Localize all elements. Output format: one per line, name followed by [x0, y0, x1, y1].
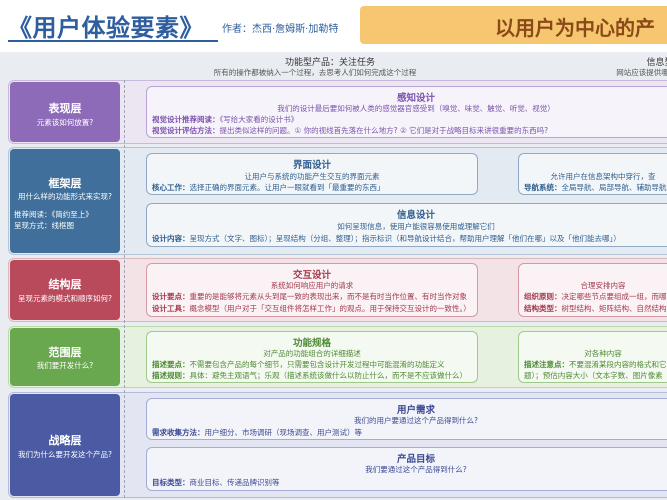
sensory-design-box: 感知设计 我们的设计最后要如何被人类的感觉器官感受到（嗅觉、味觉、触觉、听觉、视…: [146, 86, 667, 138]
product-goals-box: 产品目标 我们要通过这个产品得到什么? 目标类型：商业目标、传递品牌识别等: [146, 447, 667, 491]
box-row: 核心工作：选择正确的界面元素。让用户一眼就看到「最重要的东西」: [152, 183, 385, 192]
information-architecture-box: 合理安排内容 组织原则：决定哪些节点要组成一组，而哪 结构类型：树型结构、矩阵结…: [518, 263, 667, 317]
layer-name: 范围层: [48, 346, 82, 359]
box-desc: 如何呈现信息，使用户能很容易使用或理解它们: [337, 222, 495, 231]
slogan-text: 以用户为中心的产: [495, 16, 655, 40]
layer-scope: 范围层 我们要开发什么?: [10, 328, 120, 386]
box-desc: 合理安排内容: [580, 281, 626, 290]
box-title: 感知设计: [396, 93, 435, 104]
box-title: 用户需求: [396, 405, 435, 416]
content-requirements-box: 对各种内容 描述注意点：不要混淆某段内容的格式和它的 题）；预估内容大小（文本字…: [518, 331, 667, 383]
column-info-subtitle: 网站应该提供哪些信: [616, 68, 667, 77]
functional-specs-box: 功能规格 对产品的功能组合的详细描述 描述要点：不需要包含产品的每个细节，只需要…: [146, 331, 478, 383]
column-functional-subtitle: 所有的操作都被纳入一个过程，去思考人们如何完成这个过程: [213, 68, 417, 77]
box-row: 描述规则：具体：避免主观语气；乐观（描述系统该做什么以防止什么，而不是不应该做什…: [152, 371, 467, 380]
box-row: 设计内容：呈现方式（文字、图标）；呈现结构（分组、整理）；指示标识（和导航设计结…: [152, 234, 621, 243]
information-design-box: 信息设计 如何呈现信息，使用户能很容易使用或理解它们 设计内容：呈现方式（文字、…: [146, 203, 667, 247]
box-row: 设计工具：概念模型（用户对于「交互组件将怎样工作」的观点。用于保持交互设计的一致…: [152, 304, 471, 313]
layer-question: 呈现元素的模式和顺序如何?: [18, 294, 112, 303]
box-row: 组织原则：决定哪些节点要组成一组，而哪: [524, 292, 667, 301]
box-desc: 我们要通过这个产品得到什么?: [365, 465, 467, 474]
interface-design-box: 界面设计 让用户与系统的功能产生交互的界面元素 核心工作：选择正确的界面元素。让…: [146, 153, 478, 195]
layer-name: 战略层: [48, 434, 82, 447]
box-row: 设计要点：重要的是能够将元素从头到尾一致的表现出来，而不是有时当作位置、有时当作…: [152, 292, 467, 301]
interaction-design-box: 交互设计 系统如何响应用户的请求 设计要点：重要的是能够将元素从头到尾一致的表现…: [146, 263, 478, 317]
layer-structure: 结构层 呈现元素的模式和顺序如何?: [10, 260, 120, 320]
layer-name: 结构层: [48, 278, 82, 291]
box-title: 功能规格: [292, 338, 331, 349]
page-title: 《用户体验要素》: [8, 14, 204, 42]
box-title: 产品目标: [396, 454, 435, 465]
box-row: 导航系统：全局导航、局部导航、辅助导航、上: [524, 183, 667, 192]
layer-question: 用什么样的功能形式来实现?: [18, 192, 112, 201]
box-title: 信息设计: [396, 210, 435, 221]
user-needs-box: 用户需求 我们的用户要通过这个产品得到什么? 需求收集方法：用户细分、市场调研（…: [146, 398, 667, 440]
box-desc: 我们的设计最后要如何被人类的感觉器官感受到（嗅觉、味觉、触觉、听觉、视觉）: [277, 104, 555, 113]
layer-name: 框架层: [48, 177, 82, 190]
box-row: 视觉设计推荐阅读：《写给大家看的设计书》: [152, 115, 299, 124]
author-label: 作者：杰西·詹姆斯·加勒特: [222, 24, 339, 35]
column-functional-title: 功能型产品：关注任务: [284, 58, 375, 68]
box-row: 描述注意点：不要混淆某段内容的格式和它的: [524, 360, 667, 369]
column-divider: [124, 80, 125, 498]
navigation-design-box: 允许用户在信息架构中穿行，查 导航系统：全局导航、局部导航、辅助导航、上: [518, 153, 667, 195]
box-row: 视觉设计评估方法：提出类似这样的问题。① 你的视线首先落在什么地方? ② 它们是…: [152, 126, 549, 135]
title-underline: [8, 40, 218, 42]
box-row: 描述要点：不需要包含产品的每个细节，只需要包含设计开发过程中可能混淆的功能定义: [152, 360, 445, 369]
box-row: 结构类型：树型结构、矩阵结构、自然结构: [524, 304, 667, 313]
column-info-title: 信息型: [646, 58, 667, 68]
layer-question: 我们为什么要开发这个产品?: [18, 450, 112, 459]
layer-strategy: 战略层 我们为什么要开发这个产品?: [10, 394, 120, 496]
layer-skeleton: 框架层 用什么样的功能形式来实现? 推荐阅读：《简约至上》 呈现方式：线框图: [10, 149, 120, 253]
layer-presentation: 表现层 元素该如何放置?: [10, 82, 120, 142]
layer-method: 呈现方式：线框图: [14, 221, 74, 230]
box-desc: 我们的用户要通过这个产品得到什么?: [354, 416, 478, 425]
layer-question: 我们要开发什么?: [36, 361, 94, 370]
box-desc: 对产品的功能组合的详细描述: [263, 349, 361, 358]
box-desc: 系统如何响应用户的请求: [270, 281, 354, 290]
layer-name: 表现层: [48, 102, 82, 115]
box-desc: 对各种内容: [584, 349, 622, 358]
box-row: 需求收集方法：用户细分、市场调研（现场调查、用户测试）等: [152, 428, 362, 437]
box-row: 目标类型：商业目标、传递品牌识别等: [152, 478, 280, 487]
slogan-banner: [360, 6, 667, 44]
layer-reading: 推荐阅读：《简约至上》: [14, 210, 93, 219]
layer-question: 元素该如何放置?: [36, 118, 94, 127]
box-title: 界面设计: [292, 160, 331, 171]
box-row: 题）；预估内容大小（文本字数、图片像素: [524, 371, 663, 380]
box-title: 交互设计: [292, 270, 331, 281]
box-desc: 让用户与系统的功能产生交互的界面元素: [244, 172, 380, 181]
box-desc: 允许用户在信息架构中穿行，查: [550, 172, 656, 181]
